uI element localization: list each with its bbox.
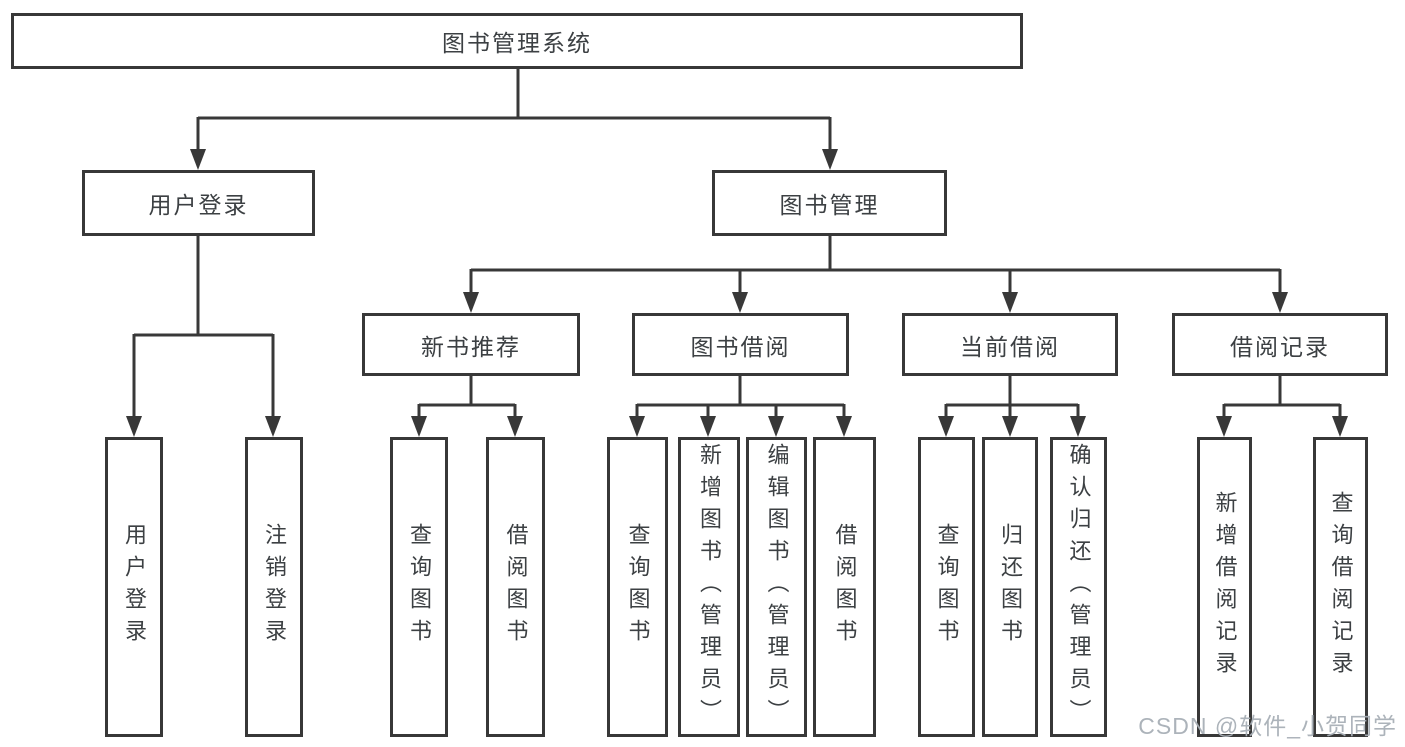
node-new-book-recommendation-label: 新书推荐 — [421, 333, 521, 360]
leaf-current-query-books-label: 查询图书 — [934, 523, 960, 651]
node-borrowing-records: 借阅记录 — [1172, 313, 1388, 376]
leaf-confirm-return-admin-label: 确认归还（管理员） — [1066, 443, 1092, 731]
node-current-borrowing-label: 当前借阅 — [960, 333, 1060, 360]
leaf-edit-books-admin-label: 编辑图书（管理员） — [764, 443, 790, 731]
node-root-system: 图书管理系统 — [11, 13, 1023, 69]
leaf-add-books-admin: 新增图书（管理员） — [678, 437, 740, 737]
leaf-logout-label: 注销登录 — [262, 523, 287, 651]
leaf-borrow-query-books-label: 查询图书 — [625, 523, 651, 651]
leaf-return-books: 归还图书 — [982, 437, 1038, 737]
node-book-borrowing: 图书借阅 — [632, 313, 849, 376]
leaf-confirm-return-admin: 确认归还（管理员） — [1050, 437, 1107, 737]
node-current-borrowing: 当前借阅 — [902, 313, 1118, 376]
node-book-borrowing-label: 图书借阅 — [690, 333, 791, 360]
node-user-login-label: 用户登录 — [148, 192, 249, 218]
node-new-book-recommendation: 新书推荐 — [362, 313, 580, 376]
leaf-user-login-label: 用户登录 — [122, 523, 147, 651]
leaf-newbook-query-books-label: 查询图书 — [407, 523, 432, 651]
leaf-add-borrow-record-label: 新增借阅记录 — [1212, 491, 1238, 683]
leaf-add-books-admin-label: 新增图书（管理员） — [697, 443, 722, 731]
node-borrowing-records-label: 借阅记录 — [1230, 333, 1330, 360]
leaf-return-books-label: 归还图书 — [998, 523, 1023, 651]
leaf-borrow-query-books: 查询图书 — [607, 437, 668, 737]
leaf-newbook-borrow-books: 借阅图书 — [486, 437, 545, 737]
leaf-edit-books-admin: 编辑图书（管理员） — [746, 437, 807, 737]
leaf-newbook-query-books: 查询图书 — [390, 437, 448, 737]
leaf-logout: 注销登录 — [245, 437, 303, 737]
leaf-borrow-books-label: 借阅图书 — [832, 523, 858, 651]
node-root-label: 图书管理系统 — [442, 30, 592, 56]
csdn-watermark: CSDN @软件_小贺同学 — [1138, 713, 1397, 739]
leaf-query-borrow-record: 查询借阅记录 — [1313, 437, 1368, 737]
node-user-login: 用户登录 — [82, 170, 315, 236]
leaf-user-login: 用户登录 — [105, 437, 163, 737]
leaf-borrow-books: 借阅图书 — [813, 437, 876, 737]
node-book-management: 图书管理 — [712, 170, 947, 236]
leaf-query-borrow-record-label: 查询借阅记录 — [1328, 491, 1354, 683]
leaf-current-query-books: 查询图书 — [918, 437, 975, 737]
leaf-add-borrow-record: 新增借阅记录 — [1197, 437, 1252, 737]
node-book-management-label: 图书管理 — [779, 192, 880, 218]
leaf-newbook-borrow-books-label: 借阅图书 — [503, 523, 529, 651]
